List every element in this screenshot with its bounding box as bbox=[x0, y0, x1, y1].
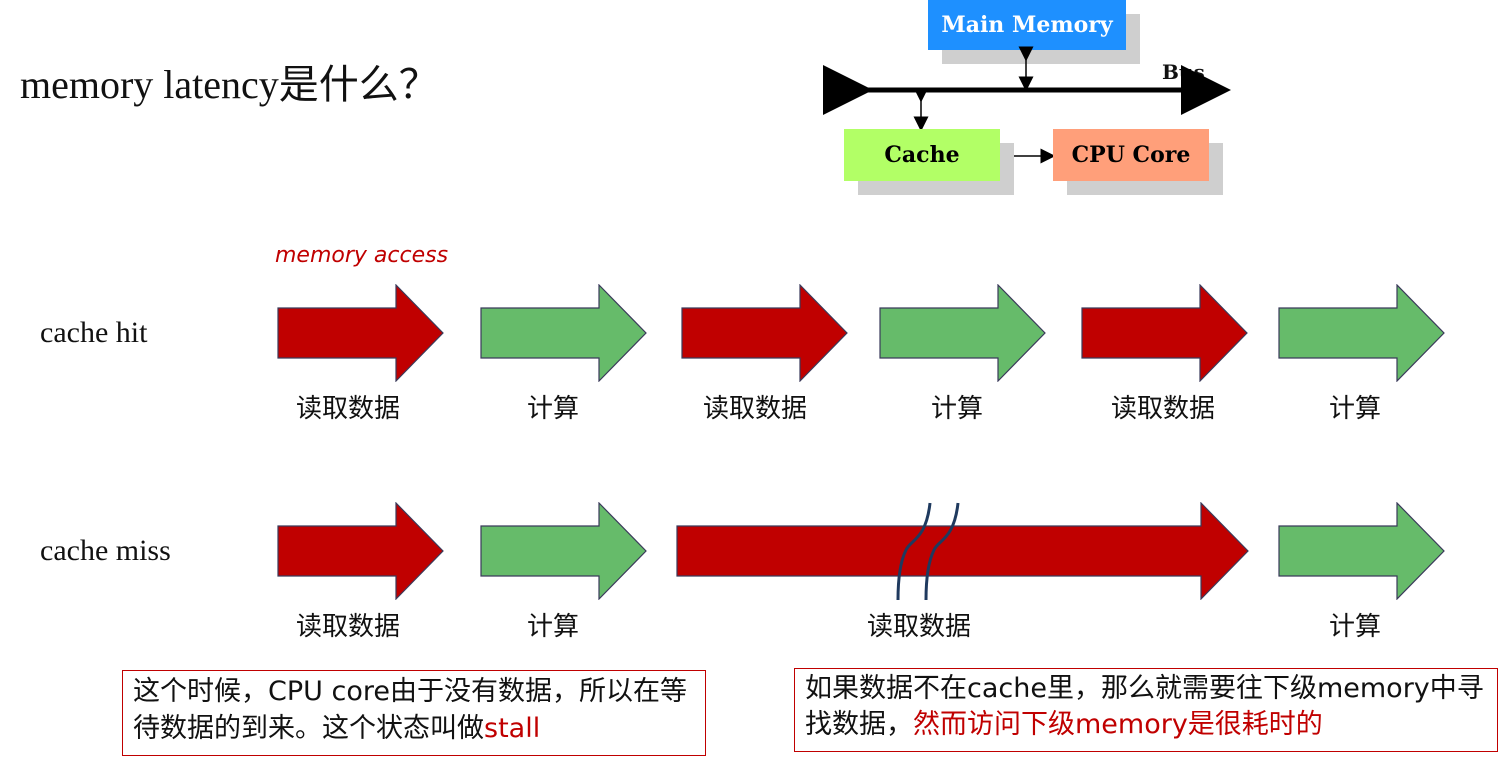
cache-hit-label: cache hit bbox=[40, 316, 148, 349]
read-caption: 读取数据 bbox=[703, 394, 808, 424]
cpu-core-box: CPU Core bbox=[1053, 129, 1209, 181]
read-caption: 读取数据 bbox=[1111, 394, 1216, 424]
memory-access-annotation: memory access bbox=[275, 243, 449, 268]
compute-arrow bbox=[1278, 502, 1446, 600]
read-arrow bbox=[277, 502, 445, 600]
compute-arrow bbox=[480, 284, 648, 382]
cache-miss-label: cache miss bbox=[40, 534, 171, 567]
read-arrow bbox=[1081, 284, 1249, 382]
cache-label: Cache bbox=[884, 142, 960, 168]
memory-note-text: 如果数据不在cache里，那么就需要往下级memory中寻找数据， bbox=[805, 673, 1484, 740]
read-caption: 读取数据 bbox=[296, 612, 401, 642]
read-caption: 读取数据 bbox=[867, 612, 972, 642]
compute-arrow bbox=[879, 284, 1047, 382]
cache-box: Cache bbox=[844, 129, 1000, 181]
compute-caption: 计算 bbox=[1329, 394, 1382, 424]
break-marks bbox=[896, 502, 960, 601]
bus-lines bbox=[823, 46, 1231, 164]
read-caption: 读取数据 bbox=[296, 394, 401, 424]
main-memory-box: Main Memory bbox=[928, 0, 1126, 50]
memory-note-highlight: 然而访问下级memory是很耗时的 bbox=[913, 709, 1323, 740]
compute-caption: 计算 bbox=[1329, 612, 1382, 642]
cpu-core-label: CPU Core bbox=[1071, 142, 1191, 168]
main-memory-label: Main Memory bbox=[941, 12, 1113, 38]
compute-caption: 计算 bbox=[931, 394, 984, 424]
compute-caption: 计算 bbox=[527, 612, 580, 642]
compute-arrow bbox=[480, 502, 648, 600]
stall-note: 这个时候，CPU core由于没有数据，所以在等待数据的到来。这个状态叫做sta… bbox=[122, 670, 706, 756]
compute-caption: 计算 bbox=[527, 394, 580, 424]
page-title: memory latency是什么？ bbox=[20, 62, 439, 107]
stall-highlight: stall bbox=[484, 713, 541, 744]
stall-note-text: 这个时候，CPU core由于没有数据，所以在等待数据的到来。这个状态叫做 bbox=[133, 676, 687, 744]
compute-arrow bbox=[1278, 284, 1446, 382]
read-arrow bbox=[681, 284, 849, 382]
read-arrow bbox=[277, 284, 445, 382]
long-read-arrow bbox=[676, 502, 1250, 600]
memory-note: 如果数据不在cache里，那么就需要往下级memory中寻找数据，然而访问下级m… bbox=[794, 668, 1498, 752]
